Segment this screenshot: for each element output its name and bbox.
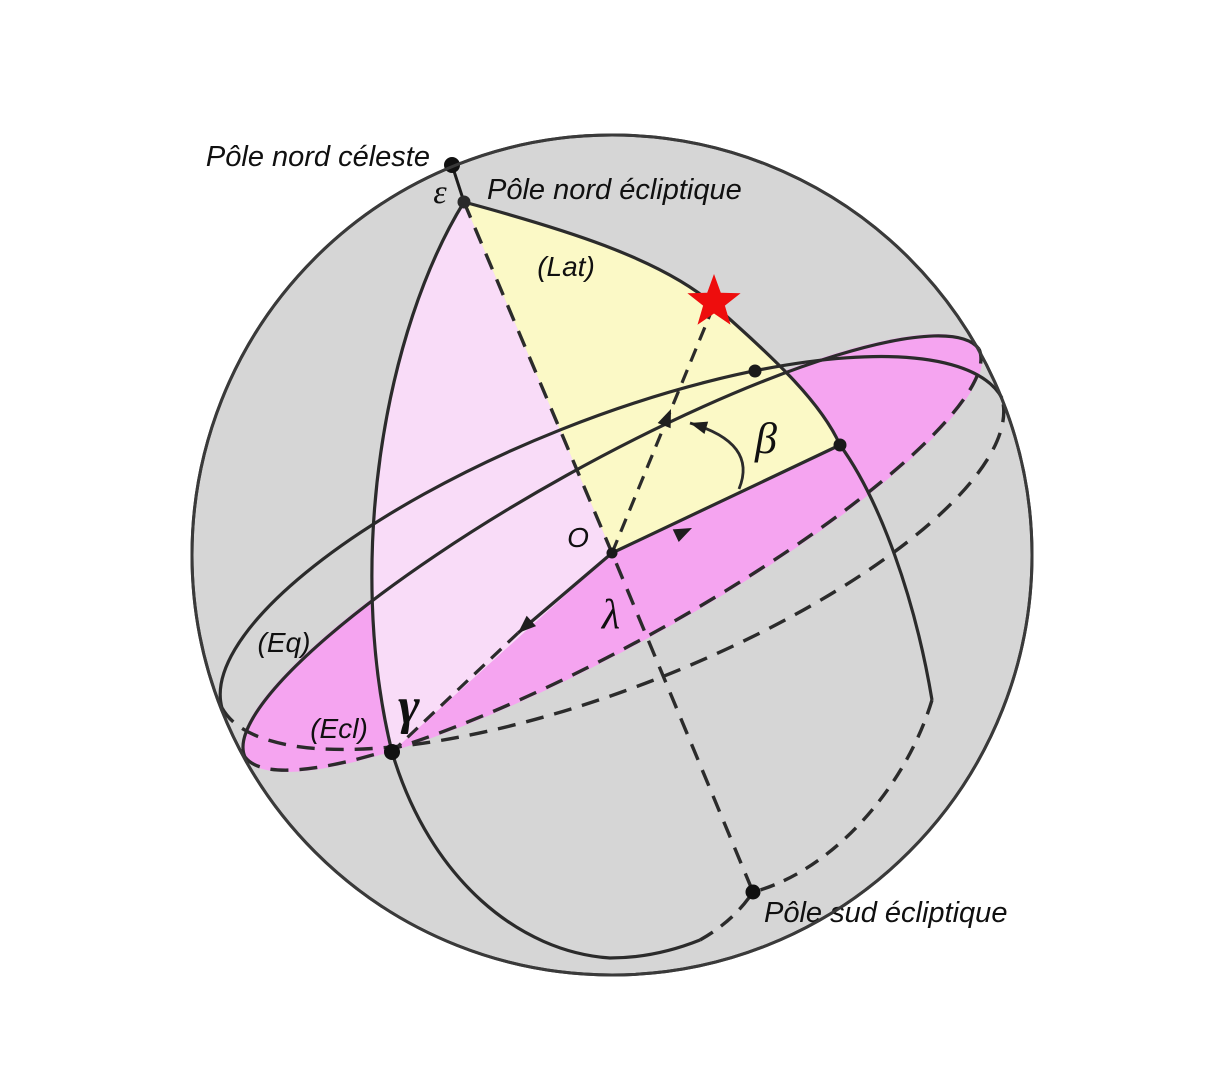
south-ecliptic-pole-label: Pôle sud écliptique xyxy=(764,897,1007,929)
vernal-equinox-label: γ xyxy=(398,678,420,735)
south-ecliptic-pole-dot xyxy=(745,884,761,900)
equinox-meridian-front-arc xyxy=(370,201,466,753)
origin-label: O xyxy=(567,522,589,553)
sphere-outline-overlay xyxy=(190,133,1034,977)
autumnal-equinox-dot xyxy=(748,364,762,378)
latitude-circle-rear-arc xyxy=(752,699,934,894)
origin-dot xyxy=(606,547,618,559)
ecliptic-foot-dot xyxy=(833,438,847,452)
latitude-angle-label: β xyxy=(754,414,777,463)
north-ecliptic-pole-dot xyxy=(457,195,471,209)
ecliptic-plane-label: (Ecl) xyxy=(310,713,368,744)
star-direction-arrowhead-icon xyxy=(657,409,671,429)
ecliptic-front-edge xyxy=(241,334,981,758)
latitude-circle-lower-arc xyxy=(838,444,934,701)
equator-front-arc xyxy=(218,354,1004,709)
longitude-angle-label: λ xyxy=(600,592,620,638)
equator-rear-arc xyxy=(220,397,1006,752)
beta-arrowhead-icon xyxy=(690,421,709,435)
equator-plane-label: (Eq) xyxy=(258,627,311,658)
ecliptic-rear-edge xyxy=(243,348,983,772)
vernal-direction-ray-dashed xyxy=(390,631,520,754)
vernal-arrowhead-icon xyxy=(518,615,537,633)
longitude-foot-ray xyxy=(611,443,841,555)
vernal-equinox-dot xyxy=(384,744,400,760)
equinox-meridian-plane-sector xyxy=(371,202,612,752)
star-icon xyxy=(687,274,741,325)
longitude-arrowhead-icon xyxy=(672,528,692,543)
vernal-direction-ray xyxy=(516,551,614,635)
latitude-plane-sector xyxy=(464,202,840,553)
north-ecliptic-pole-label: Pôle nord écliptique xyxy=(487,174,742,206)
equinox-meridian-bottom-arc xyxy=(390,751,701,960)
latitude-plane-label: (Lat) xyxy=(537,251,595,282)
north-celestial-pole-label: Pôle nord céleste xyxy=(206,141,430,173)
equinox-meridian-rear-arc xyxy=(699,891,755,942)
obliquity-angle-label: ε xyxy=(433,174,447,211)
